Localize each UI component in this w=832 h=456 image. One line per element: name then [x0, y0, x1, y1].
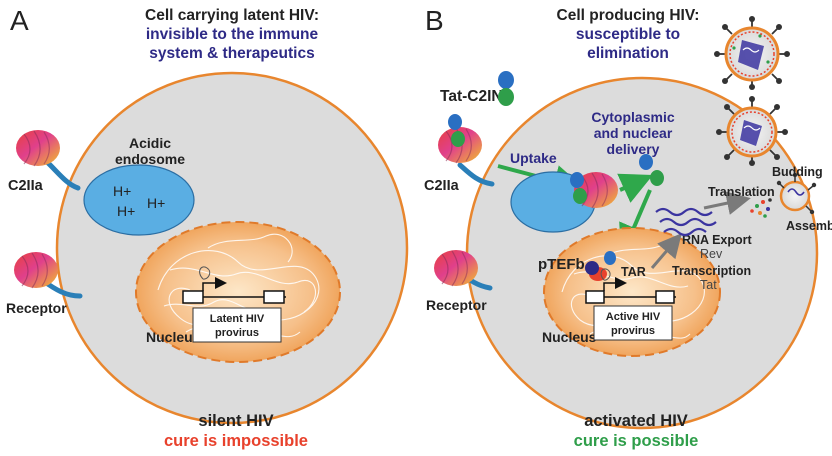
panel-b-budding-label: Budding — [772, 165, 823, 179]
panel-b-translation-arrow — [703, 191, 751, 215]
panel-a-title-line2: invisible to the immune — [146, 26, 319, 43]
panel-b-bottom-line1: activated HIV — [584, 412, 688, 430]
panel-b-nucleus-label: Nucleus — [542, 329, 597, 345]
panel-b-provirus-box — [593, 305, 673, 341]
panel-a-proton-3: H+ — [147, 195, 165, 211]
panel-b-mature-virion — [714, 16, 790, 90]
panel-a-endosome-label-line1: Acidic — [129, 135, 171, 151]
panel-b-bottom-line2: cure is possible — [574, 432, 699, 450]
panel-b-provirus-line1: Active HIV — [606, 311, 661, 323]
panel-b-title-line2: susceptible to — [576, 26, 680, 43]
panel-b: B Cell producing HIV: susceptible to eli… — [424, 5, 832, 450]
panel-b-release-arrow — [617, 173, 653, 203]
panel-b-tat-bound-icon — [604, 251, 616, 265]
panel-b-translation-label: Translation — [708, 185, 775, 199]
panel-b-receptor-stalk-top — [457, 162, 495, 187]
panel-a-provirus-line1: Latent HIV — [210, 313, 265, 325]
panel-b-transcription-label: Transcription — [672, 264, 751, 278]
panel-a: A Cell carrying latent HIV: invisible to… — [6, 5, 409, 450]
panel-b-tar-label: TAR — [621, 265, 646, 279]
panel-b-delivery-line3: delivery — [607, 141, 660, 157]
panel-a-c2iia-toxin-icon — [15, 129, 61, 167]
panel-a-c2iia-label: C2IIa — [8, 178, 44, 194]
panel-a-title-line1: Cell carrying latent HIV: — [145, 7, 319, 24]
panel-b-tat-c2in-label: Tat-C2IN — [440, 88, 503, 105]
panel-b-tat-small-label: Tat — [700, 278, 717, 292]
panel-b-assembly-label: Assembly — [786, 219, 832, 233]
panel-b-rna-export-label: RNA Export — [682, 233, 753, 247]
panel-b-rev-label: Rev — [700, 247, 723, 261]
panel-a-provirus-gene — [182, 266, 286, 304]
panel-b-ptefb-navy-icon — [585, 261, 599, 275]
panel-b-virion-mid — [716, 96, 788, 166]
panel-a-letter: A — [10, 5, 29, 36]
panel-b-c2in-dot-green — [498, 88, 514, 106]
panel-a-nucleus — [135, 221, 341, 363]
panel-b-ptefb-label: pTEFb — [538, 256, 585, 273]
panel-b-free-tat-dot — [639, 154, 653, 170]
panel-a-provirus-box — [192, 307, 282, 343]
panel-a-proton-1: H+ — [113, 183, 131, 199]
panel-a-endosome-label-line2: endosome — [115, 151, 185, 167]
panel-a-bottom-line2: cure is impossible — [164, 432, 308, 450]
panel-b-rna-export-arrow — [650, 233, 682, 269]
panel-a-receptor-label: Receptor — [6, 300, 67, 316]
panel-b-receptor-label: Receptor — [426, 297, 487, 313]
panel-b-title-line3: elimination — [587, 45, 669, 62]
panel-b-provirus-line2: provirus — [611, 325, 655, 337]
panel-b-uptake-label: Uptake — [510, 150, 557, 166]
panel-a-provirus-line2: provirus — [215, 327, 259, 339]
panel-b-bound-c2in-dot — [451, 131, 465, 147]
panel-b-viral-rna — [655, 207, 717, 237]
panel-b-provirus-gene — [585, 268, 676, 304]
panel-b-endosome-tat-dot — [570, 172, 584, 188]
panel-b-budding-virion-small — [776, 172, 817, 215]
panel-b-title-line1: Cell producing HIV: — [557, 7, 700, 24]
panel-b-free-c2in-dot — [650, 170, 664, 186]
panel-b-endosome-c2in-dot — [573, 188, 587, 204]
panel-b-tat-dot-blue — [498, 71, 514, 89]
panel-a-title-line3: system & therapeutics — [149, 45, 314, 62]
panel-a-nucleus-label: Nucleus — [146, 329, 201, 345]
panel-b-assembly-particles — [750, 198, 772, 218]
panel-b-delivery-line1: Cytoplasmic — [591, 109, 674, 125]
panel-a-proton-2: H+ — [117, 203, 135, 219]
panel-b-delivery-line2: and nuclear — [594, 125, 673, 141]
panel-b-receptor-toxin-icon — [433, 249, 479, 287]
panel-a-receptor-toxin-icon — [13, 251, 59, 289]
panel-a-bottom-line1: silent HIV — [198, 412, 273, 430]
panel-b-c2iia-label: C2IIa — [424, 178, 460, 194]
panel-b-letter: B — [425, 5, 444, 36]
panel-a-acidic-endosome — [83, 164, 195, 236]
panel-b-bound-tat-dot — [448, 114, 462, 130]
